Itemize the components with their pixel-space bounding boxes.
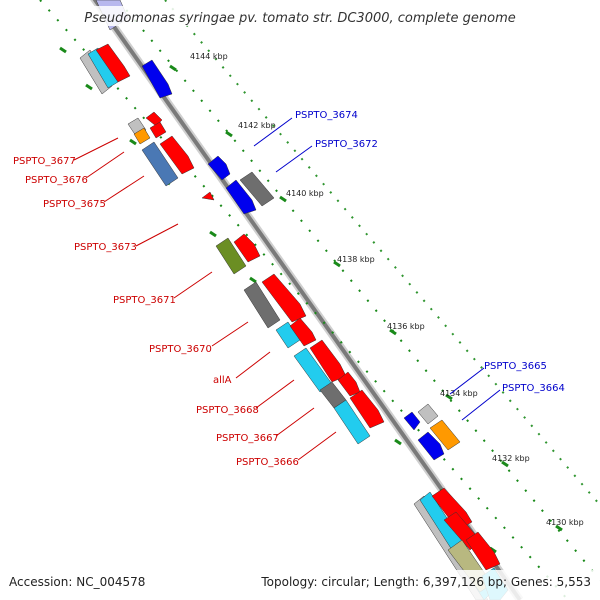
gene-label-PSPTO_3671[interactable]: PSPTO_3671	[113, 295, 176, 306]
gene-label-PSPTO_3665[interactable]: PSPTO_3665	[484, 361, 547, 372]
gene-label-PSPTO_3677[interactable]: PSPTO_3677	[13, 156, 76, 167]
gene-labels-right: PSPTO_3674 PSPTO_3672 PSPTO_3665 PSPTO_3…	[295, 110, 565, 394]
gene-feature[interactable]	[243, 281, 281, 329]
gene-feature[interactable]	[239, 171, 275, 207]
tick-label: 4134 kbp	[440, 389, 478, 398]
tick-label: 4132 kbp	[492, 454, 530, 463]
gene-feature[interactable]	[207, 155, 231, 181]
gene-label-allA[interactable]: allA	[213, 375, 232, 386]
gene-label-PSPTO_3668[interactable]: PSPTO_3668	[196, 405, 259, 416]
gene-feature[interactable]	[79, 49, 113, 95]
gene-feature[interactable]	[141, 59, 173, 99]
tick-label: 4136 kbp	[387, 322, 425, 331]
gene-feature[interactable]	[225, 179, 257, 215]
gene-feature[interactable]	[417, 403, 439, 425]
gene-feature[interactable]	[309, 339, 347, 383]
footer-backdrop	[0, 570, 600, 600]
gene-feature[interactable]	[233, 233, 261, 263]
summary-text: Topology: circular; Length: 6,397,126 bp…	[260, 575, 591, 589]
gene-feature[interactable]	[133, 127, 151, 145]
gene-feature[interactable]	[349, 389, 385, 429]
gene-label-PSPTO_3676[interactable]: PSPTO_3676	[25, 175, 88, 186]
gene-feature[interactable]	[215, 237, 247, 275]
gene-feature[interactable]	[145, 111, 163, 127]
gene-feature[interactable]	[261, 273, 307, 323]
tick-label: 4138 kbp	[337, 255, 375, 264]
gene-feature[interactable]	[429, 419, 461, 451]
gene-feature[interactable]	[149, 121, 167, 139]
gene-label-PSPTO_3667[interactable]: PSPTO_3667	[216, 433, 279, 444]
callout-lines-left	[73, 137, 337, 461]
gene-label-PSPTO_3674[interactable]: PSPTO_3674	[295, 110, 358, 121]
gene-feature[interactable]	[141, 141, 179, 187]
gene-label-PSPTO_3664[interactable]: PSPTO_3664	[502, 383, 565, 394]
tick-rail-far	[164, 0, 600, 506]
gene-feature[interactable]	[95, 43, 131, 83]
tick-labels: 4144 kbp 4142 kbp 4140 kbp 4138 kbp 4136…	[190, 52, 584, 527]
gene-feature[interactable]	[289, 317, 317, 347]
gene-feature[interactable]	[403, 411, 421, 431]
gene-feature[interactable]	[201, 191, 215, 201]
gene-label-PSPTO_3675[interactable]: PSPTO_3675	[43, 199, 106, 210]
gene-label-PSPTO_3670[interactable]: PSPTO_3670	[149, 344, 212, 355]
gene-feature[interactable]	[333, 399, 371, 445]
gene-feature[interactable]	[465, 531, 501, 571]
gene-label-PSPTO_3673[interactable]: PSPTO_3673	[74, 242, 137, 253]
gene-feature[interactable]	[159, 135, 195, 175]
callout-lines-right	[253, 117, 501, 421]
gene-labels-left: PSPTO_3677 PSPTO_3676 PSPTO_3675 PSPTO_3…	[13, 156, 299, 468]
gene-feature[interactable]	[417, 431, 445, 461]
gene-feature[interactable]	[337, 371, 361, 397]
accession-text: Accession: NC_004578	[9, 575, 145, 589]
gene-label-PSPTO_3672[interactable]: PSPTO_3672	[315, 139, 378, 150]
map-title: Pseudomonas syringae pv. tomato str. DC3…	[84, 11, 516, 26]
tick-label: 4130 kbp	[546, 518, 584, 527]
gene-label-PSPTO_3666[interactable]: PSPTO_3666	[236, 457, 299, 468]
tick-label: 4142 kbp	[238, 121, 276, 130]
title-backdrop	[70, 6, 530, 26]
tick-label: 4140 kbp	[286, 189, 324, 198]
tick-rail-outer	[117, 0, 600, 581]
tick-label: 4144 kbp	[190, 52, 228, 61]
